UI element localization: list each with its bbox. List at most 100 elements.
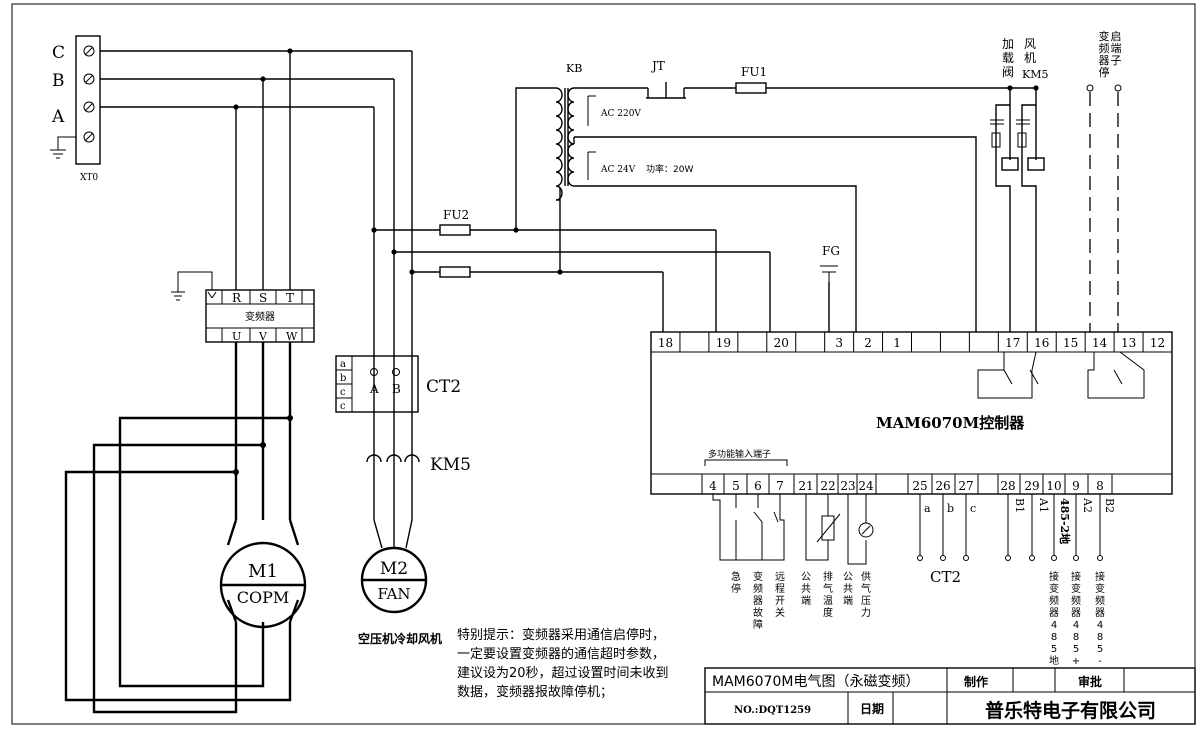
motor-m2-id: M2 xyxy=(380,559,408,579)
ct-letter-c1: c xyxy=(340,387,346,398)
bottom-terminal-27: 27 xyxy=(958,479,973,493)
top-right-labels: 加载阀 风机 KM5 变频器停启端子 xyxy=(1002,29,1122,81)
km5-label: KM5 xyxy=(430,455,471,475)
top-terminal-16: 16 xyxy=(1034,336,1049,350)
terminal-block-name: XT0 xyxy=(80,173,98,183)
fan-km5-coil xyxy=(1027,157,1045,171)
bottom-terminal-10: 10 xyxy=(1046,479,1061,493)
company-name: 普乐特电子有限公司 xyxy=(985,699,1156,722)
ct2-label: CT2 xyxy=(426,377,461,397)
motor-m1-wiring xyxy=(64,342,292,714)
estop-switch-jt xyxy=(646,82,686,99)
top-terminal-2: 2 xyxy=(864,336,872,350)
bottom-label-0: 急停 xyxy=(731,570,741,595)
bottom-label-4: 排气温度 xyxy=(823,570,833,619)
motor-m2-name: FAN xyxy=(377,585,410,603)
ct-letter-a: a xyxy=(340,359,346,370)
top-terminal-1: 1 xyxy=(893,336,901,350)
fu2-label: FU2 xyxy=(443,208,469,222)
top-terminal-13: 13 xyxy=(1121,336,1136,350)
bottom-terminal-4: 4 xyxy=(709,479,717,493)
bottom-terminal-9: 9 xyxy=(1072,479,1080,493)
top-terminal-14: 14 xyxy=(1092,336,1108,350)
notice-line-4: 数据，变频器报故障停机； xyxy=(457,684,613,700)
bottom-terminal-23: 23 xyxy=(840,479,855,493)
phase-a-label: A xyxy=(51,107,65,127)
bottom-label-5: 公共端 xyxy=(843,572,853,607)
ct-terminal-b: B xyxy=(392,382,401,396)
motor-m1-name: COPM xyxy=(237,588,290,607)
kb-secondary-voltage: AC 24V xyxy=(600,165,636,175)
fan-caption: 空压机冷却风机 xyxy=(358,631,442,646)
bottom-label-1: 变频器故障 xyxy=(753,570,763,631)
multi-input-label: 多功能输入端子 xyxy=(708,448,771,460)
fan-label: 风机 xyxy=(1024,37,1036,65)
special-notice: 特别提示：变频器采用通信启停时， 一定要设置变频器的通信超时参数， 建议设为20… xyxy=(457,627,669,700)
km5-coil-label: KM5 xyxy=(1022,68,1048,81)
internal-relay-contacts xyxy=(977,351,1145,399)
notice-line-3: 建议设为20秒，超过设置时间未收到 xyxy=(457,666,669,681)
inverter-start-terminal-lines xyxy=(1086,84,1122,332)
bottom-terminal-6: 6 xyxy=(754,479,762,493)
rs485-a2: A2 xyxy=(1081,497,1094,513)
top-terminal-18: 18 xyxy=(658,336,673,350)
date-label: 日期 xyxy=(860,701,884,716)
bottom-terminal-7: 7 xyxy=(776,479,784,493)
inverter-terminal-label: 变频器停启端子 xyxy=(1099,29,1122,79)
bottom-ct-a: a xyxy=(924,502,931,515)
made-by-label: 制作 xyxy=(964,674,988,689)
bottom-terminal-24: 24 xyxy=(858,479,874,493)
inverter-input-t: T xyxy=(286,291,294,305)
fu1-label: FU1 xyxy=(741,65,767,79)
fg-label: FG xyxy=(822,244,840,258)
rs485-b1: B1 xyxy=(1013,498,1026,513)
bottom-terminal-5: 5 xyxy=(732,479,740,493)
bottom-terminal-26: 26 xyxy=(935,479,950,493)
control-junctions xyxy=(513,85,1039,275)
fuse-fu1 xyxy=(735,82,767,94)
top-terminal-19: 19 xyxy=(716,336,731,350)
motor-m1-leads xyxy=(226,519,300,623)
top-terminal-15: 15 xyxy=(1063,336,1078,350)
bottom-terminal-22: 22 xyxy=(820,479,835,493)
bottom-ct-b: b xyxy=(947,502,954,515)
km5-contactor: KM5 xyxy=(366,454,471,475)
ct-letter-b: b xyxy=(340,373,346,384)
inverter-input-r: R xyxy=(232,291,242,305)
fuse-symbols xyxy=(439,82,767,278)
rs485-gnd: 485-2地 xyxy=(1058,498,1072,544)
phase-b-label: B xyxy=(52,71,65,91)
relay-coils xyxy=(990,119,1045,171)
kb-power: 功率：20W xyxy=(646,163,693,175)
motor-m1-junctions xyxy=(233,415,293,475)
top-terminal-20: 20 xyxy=(774,336,789,350)
title-text: MAM6070M电气图（永磁变频） xyxy=(712,674,919,690)
terminal-block-xt0: C B A XT0 xyxy=(50,35,101,183)
phase-c-label: C xyxy=(52,43,65,63)
bottom-label-3: 公共端 xyxy=(801,572,811,607)
bottom-ct2-label: CT2 xyxy=(930,568,961,586)
bottom-label-6: 供气压力 xyxy=(861,570,871,619)
kb-label: KB xyxy=(566,62,582,75)
inverter-output-v: V xyxy=(258,330,268,343)
control-wiring xyxy=(374,87,1037,332)
motor-m2: M2 FAN 空压机冷却风机 xyxy=(358,546,442,646)
bottom-terminal-21: 21 xyxy=(798,479,813,493)
bottom-label-2: 远程开关 xyxy=(775,571,785,619)
top-terminal-3: 3 xyxy=(835,336,843,350)
fuse-fu2 xyxy=(439,224,471,236)
bottom-terminal-28: 28 xyxy=(1000,479,1015,493)
inverter-output-w: W xyxy=(286,330,298,343)
controller-name: MAM6070M控制器 xyxy=(876,414,1025,432)
bottom-terminal-29: 29 xyxy=(1024,479,1039,493)
inverter-block: R S T 变频器 U V W xyxy=(171,271,315,343)
inverter-name: 变频器 xyxy=(245,310,275,323)
